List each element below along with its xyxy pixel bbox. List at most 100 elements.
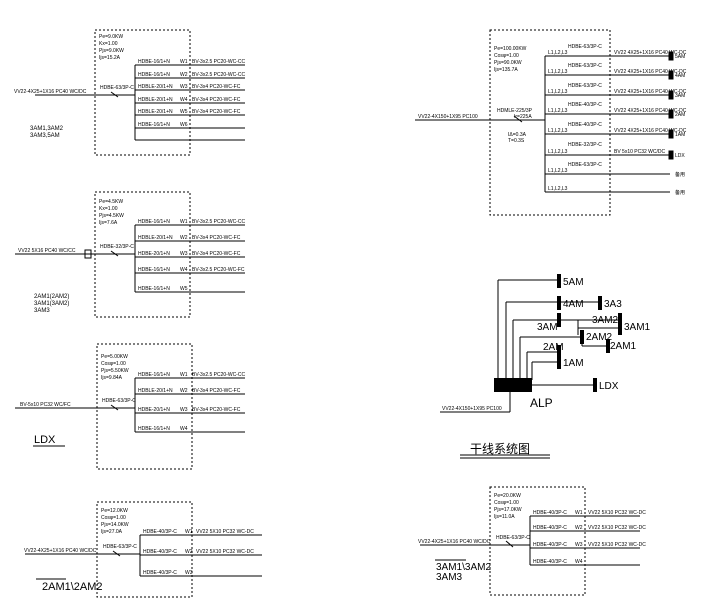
- panel-3: [15, 343, 245, 470]
- p5-main-extra-2: T=0.3S: [508, 138, 525, 144]
- p6-branch-3-circuit: W4: [575, 559, 583, 565]
- panel-6-enclosure: [489, 486, 586, 596]
- p5-branch-7-circuit: L1,L2,L3: [548, 186, 568, 192]
- p5-main-extra-1: IΔ=0.3A: [508, 132, 527, 138]
- p6-branch-1-circuit: W2: [575, 525, 583, 531]
- p1-param-3: Ijs=15.2A: [99, 55, 121, 61]
- p5-main-extra-0: Ir=225A: [514, 114, 532, 120]
- p5-branch-4-cable: VV22 4X25+1X16 PC40 WC-DC: [614, 128, 687, 134]
- p3-branch-0-circuit: W1: [180, 372, 188, 378]
- p3-feeder: BV-5x10 PC32 WC/FC: [20, 402, 71, 408]
- p4-branch-1-cable: VV22 5X10 PC32 WC-DC: [196, 549, 254, 555]
- p2-branch-2-cable: BV-3x4 PC20-WC-FC: [192, 251, 241, 257]
- riser-ldx: LDX: [599, 381, 619, 392]
- p6-feeder: VV22-4X25+1X16 PC40 WC/DC: [418, 539, 491, 545]
- panel-6: [420, 486, 640, 596]
- p1-branch-0-circuit: W1: [180, 59, 188, 65]
- p6-branch-2-circuit: W3: [575, 542, 583, 548]
- p3-branch-2-circuit: W3: [180, 407, 188, 413]
- riser-2am1: 2AM1: [610, 341, 637, 352]
- p6-name-0: 3AM1\3AM2: [436, 562, 491, 573]
- p1-branch-2-circuit: W3: [180, 84, 188, 90]
- p2-branch-3-breaker: HDBE-16/1+N: [138, 267, 170, 273]
- p1-branch-1-breaker: HDBE-16/1+N: [138, 72, 170, 78]
- p2-main-breaker: HDBE-32/3P-C: [100, 244, 134, 250]
- p6-branch-2-breaker: HDBE-40/3P-C: [533, 542, 567, 548]
- p5-branch-5-cable: BV 5x10 PC32 WC/DC: [614, 149, 666, 155]
- riser-3am2: 3AM2: [592, 315, 619, 326]
- p5-branch-6-dest: 备用: [675, 171, 685, 178]
- p4-param-2: Pjs=14.0KW: [101, 522, 129, 528]
- p2-branch-2-breaker: HDBE-20/1+N: [138, 251, 170, 257]
- p2-branch-1-circuit: W2: [180, 235, 188, 241]
- p1-branch-4-cable: BV-3x4 PC20-WC-FC: [192, 109, 241, 115]
- riser-title: 干线系统图: [470, 442, 530, 456]
- panel-5: [415, 29, 674, 216]
- p2-branch-1-cable: BV-3x4 PC20-WC-FC: [192, 235, 241, 241]
- riser-3a3: 3A3: [604, 299, 622, 310]
- p3-param-2: Pjs=5.50KW: [101, 368, 129, 374]
- panel-2: [15, 191, 245, 318]
- p5-branch-1-dest: 4AM: [675, 73, 685, 79]
- p5-branch-2-cable: VV22 4X25+1X16 PC40 WC-DC: [614, 89, 687, 95]
- p6-branch-0-cable: VV22 5X10 PC32 WC-DC: [588, 510, 646, 516]
- p1-branch-3-cable: BV-3x4 PC20-WC-FC: [192, 97, 241, 103]
- p3-branch-3-circuit: W4: [180, 426, 188, 432]
- p2-name-2: 3AM3: [34, 308, 50, 314]
- p6-param-1: Cosφ=1.00: [494, 500, 519, 506]
- p5-branch-3-breaker: HDBE-40/3P-C: [568, 102, 602, 108]
- p5-branch-3-cable: VV22 4X25+1X16 PC40 WC-DC: [614, 108, 687, 114]
- p1-param-0: Pe=9.0KW: [99, 34, 123, 40]
- p1-name-1: 3AM3,5AM: [30, 133, 60, 139]
- p5-branch-0-dest: 5AM: [675, 54, 685, 60]
- panel-1: [35, 29, 245, 156]
- p4-branch-2-circuit: W3: [185, 570, 193, 576]
- p5-branch-4-circuit: L1,L2,L3: [548, 128, 568, 134]
- p2-name-0: 2AM1(2AM2): [34, 294, 69, 300]
- p1-branch-2-cable: BV-3x4 PC20-WC-FC: [192, 84, 241, 90]
- p5-branch-1-cable: VV22 4X25+1X16 PC40 WC-DC: [614, 69, 687, 75]
- panel-4-enclosure: [96, 501, 193, 598]
- p1-branch-2-breaker: HDBLE-20/1+N: [138, 84, 173, 90]
- p1-branch-5-breaker: HDBE-16/1+N: [138, 122, 170, 128]
- p4-name: 2AM1\2AM2: [42, 581, 103, 593]
- p2-param-3: Ijs=7.6A: [99, 220, 118, 226]
- p6-param-2: Pjs=17.0KW: [494, 507, 522, 513]
- p5-branch-2-dest: 3AM: [675, 93, 685, 99]
- p3-branch-3-breaker: HDBE-16/1+N: [138, 426, 170, 432]
- p5-branch-5-breaker: HDBE-32/3P-C: [568, 142, 602, 148]
- p4-branch-1-breaker: HDBE-40/3P-C: [143, 549, 177, 555]
- p3-branch-0-cable: BV-3x2.5 PC20-WC-CC: [192, 372, 245, 378]
- p4-branch-2-breaker: HDBE-40/3P-C: [143, 570, 177, 576]
- p1-branch-4-circuit: W5: [180, 109, 188, 115]
- p5-branch-4-breaker: HDBE-40/3P-C: [568, 122, 602, 128]
- p3-param-3: Ijs=9.84A: [101, 375, 123, 381]
- riser-feeder: VV22-4X150+1X95 PC100: [442, 406, 502, 412]
- p1-name-0: 3AM1,3AM2: [30, 126, 64, 132]
- p1-branch-3-circuit: W4: [180, 97, 188, 103]
- p5-param-3: Ijs=135.7A: [494, 67, 518, 73]
- riser-bars: [494, 274, 622, 392]
- p4-param-0: Pe=12.0KW: [101, 508, 128, 514]
- p3-branch-0-breaker: HDBE-16/1+N: [138, 372, 170, 378]
- p1-main-breaker: HDBE-63/3P-C: [100, 85, 134, 91]
- riser-2am2: 2AM2: [586, 332, 613, 343]
- p2-branch-3-circuit: W4: [180, 267, 188, 273]
- p1-branch-4-breaker: HDBLE-20/1+N: [138, 109, 173, 115]
- p3-branch-1-cable: BV-3x4 PC20-WC-FC: [192, 388, 241, 394]
- p1-branch-5-circuit: W6: [180, 122, 188, 128]
- p5-branch-2-circuit: L1,L2,L3: [548, 89, 568, 95]
- p1-branch-3-breaker: HDBLE-20/1+N: [138, 97, 173, 103]
- p5-branch-1-breaker: HDBE-63/3P-C: [568, 63, 602, 69]
- p2-name-1: 3AM1(3AM2): [34, 301, 69, 307]
- p5-branch-3-circuit: L1,L2,L3: [548, 108, 568, 114]
- p4-main-breaker: HDBE-63/3P-C: [103, 544, 137, 550]
- p5-branch-5-dest: LDX: [675, 153, 685, 159]
- riser-alp: ALP: [530, 396, 553, 410]
- p3-branch-1-breaker: HDBLE-20/1+N: [138, 388, 173, 394]
- p6-branch-3-breaker: HDBE-40/3P-C: [533, 559, 567, 565]
- riser-2am: 2AM: [543, 342, 564, 353]
- panel-4: [25, 501, 262, 598]
- p6-branch-1-breaker: HDBE-40/3P-C: [533, 525, 567, 531]
- riser-5am: 5AM: [563, 277, 584, 288]
